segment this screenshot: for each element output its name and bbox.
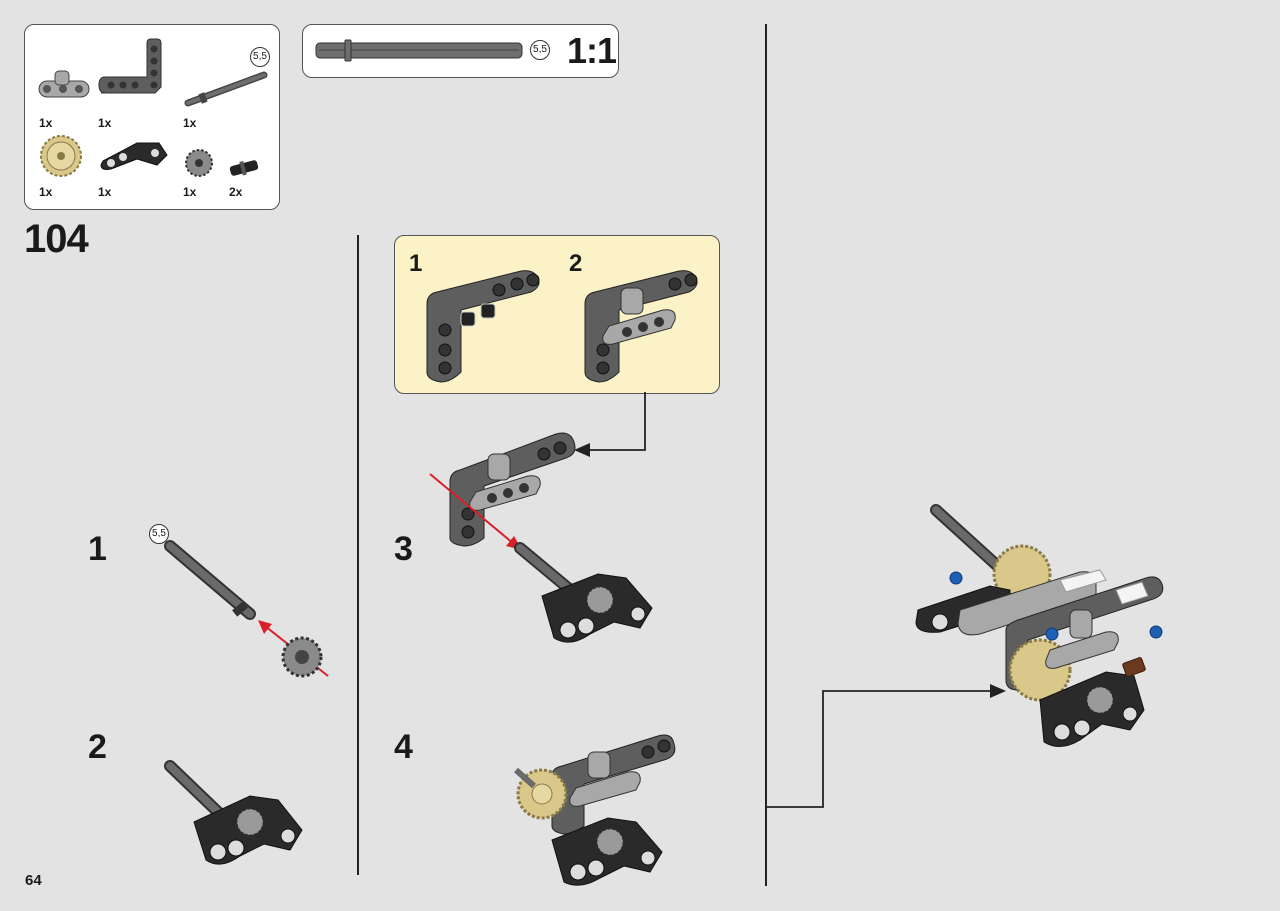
substep-number: 4 — [394, 728, 413, 766]
part-qty: 2x — [229, 185, 243, 199]
step3-assembly-illustration — [429, 432, 653, 643]
substep-number: 2 — [88, 728, 107, 766]
parts-list-box: 5,5 1x 1x 1x 1x 1x 1x 2x — [24, 24, 280, 210]
callout-l-beam-with-liftarm-illustration — [584, 270, 698, 383]
part-qty: 1x — [39, 185, 53, 199]
substep-number: 1 — [88, 530, 107, 568]
step4-assembly-illustration — [514, 734, 676, 886]
part-light-grey-beam-icon — [38, 70, 90, 98]
part-axle-icon — [184, 71, 268, 107]
callout-connector-arrow — [574, 392, 646, 457]
step2-liftarm-assembly-illustration — [164, 760, 303, 865]
length-badge: 5,5 — [530, 40, 550, 60]
part-qty: 1x — [183, 116, 197, 130]
page-number: 64 — [25, 872, 42, 889]
column-divider — [765, 24, 767, 886]
scale-label: 1:1 — [567, 30, 617, 71]
part-small-gear-icon — [185, 149, 213, 177]
sub-assembly-callout: 1 2 — [394, 235, 720, 394]
part-black-liftarm-icon — [100, 142, 168, 170]
assembly-connector-arrow — [766, 684, 1006, 808]
part-l-beam-icon — [98, 38, 162, 94]
column-divider — [357, 235, 359, 875]
length-badge: 5,5 — [250, 47, 270, 67]
callout-step-number: 1 — [409, 250, 423, 277]
scale-box: 5,5 1:1 — [302, 24, 619, 78]
substep-number: 3 — [394, 530, 413, 568]
step1-axle-gear-illustration — [164, 540, 329, 678]
part-qty: 1x — [39, 116, 53, 130]
main-model-assembly-illustration — [915, 504, 1164, 747]
callout-step-number: 2 — [569, 250, 583, 277]
length-badge: 5,5 — [149, 524, 169, 544]
part-black-pin-icon — [229, 160, 259, 176]
step-number: 104 — [24, 217, 89, 261]
part-qty: 1x — [98, 185, 112, 199]
part-tan-gear-icon — [40, 135, 82, 177]
axle-scale-icon — [315, 39, 523, 62]
part-qty: 1x — [98, 116, 112, 130]
callout-l-beam-with-pins-illustration — [426, 270, 540, 383]
part-qty: 1x — [183, 185, 197, 199]
